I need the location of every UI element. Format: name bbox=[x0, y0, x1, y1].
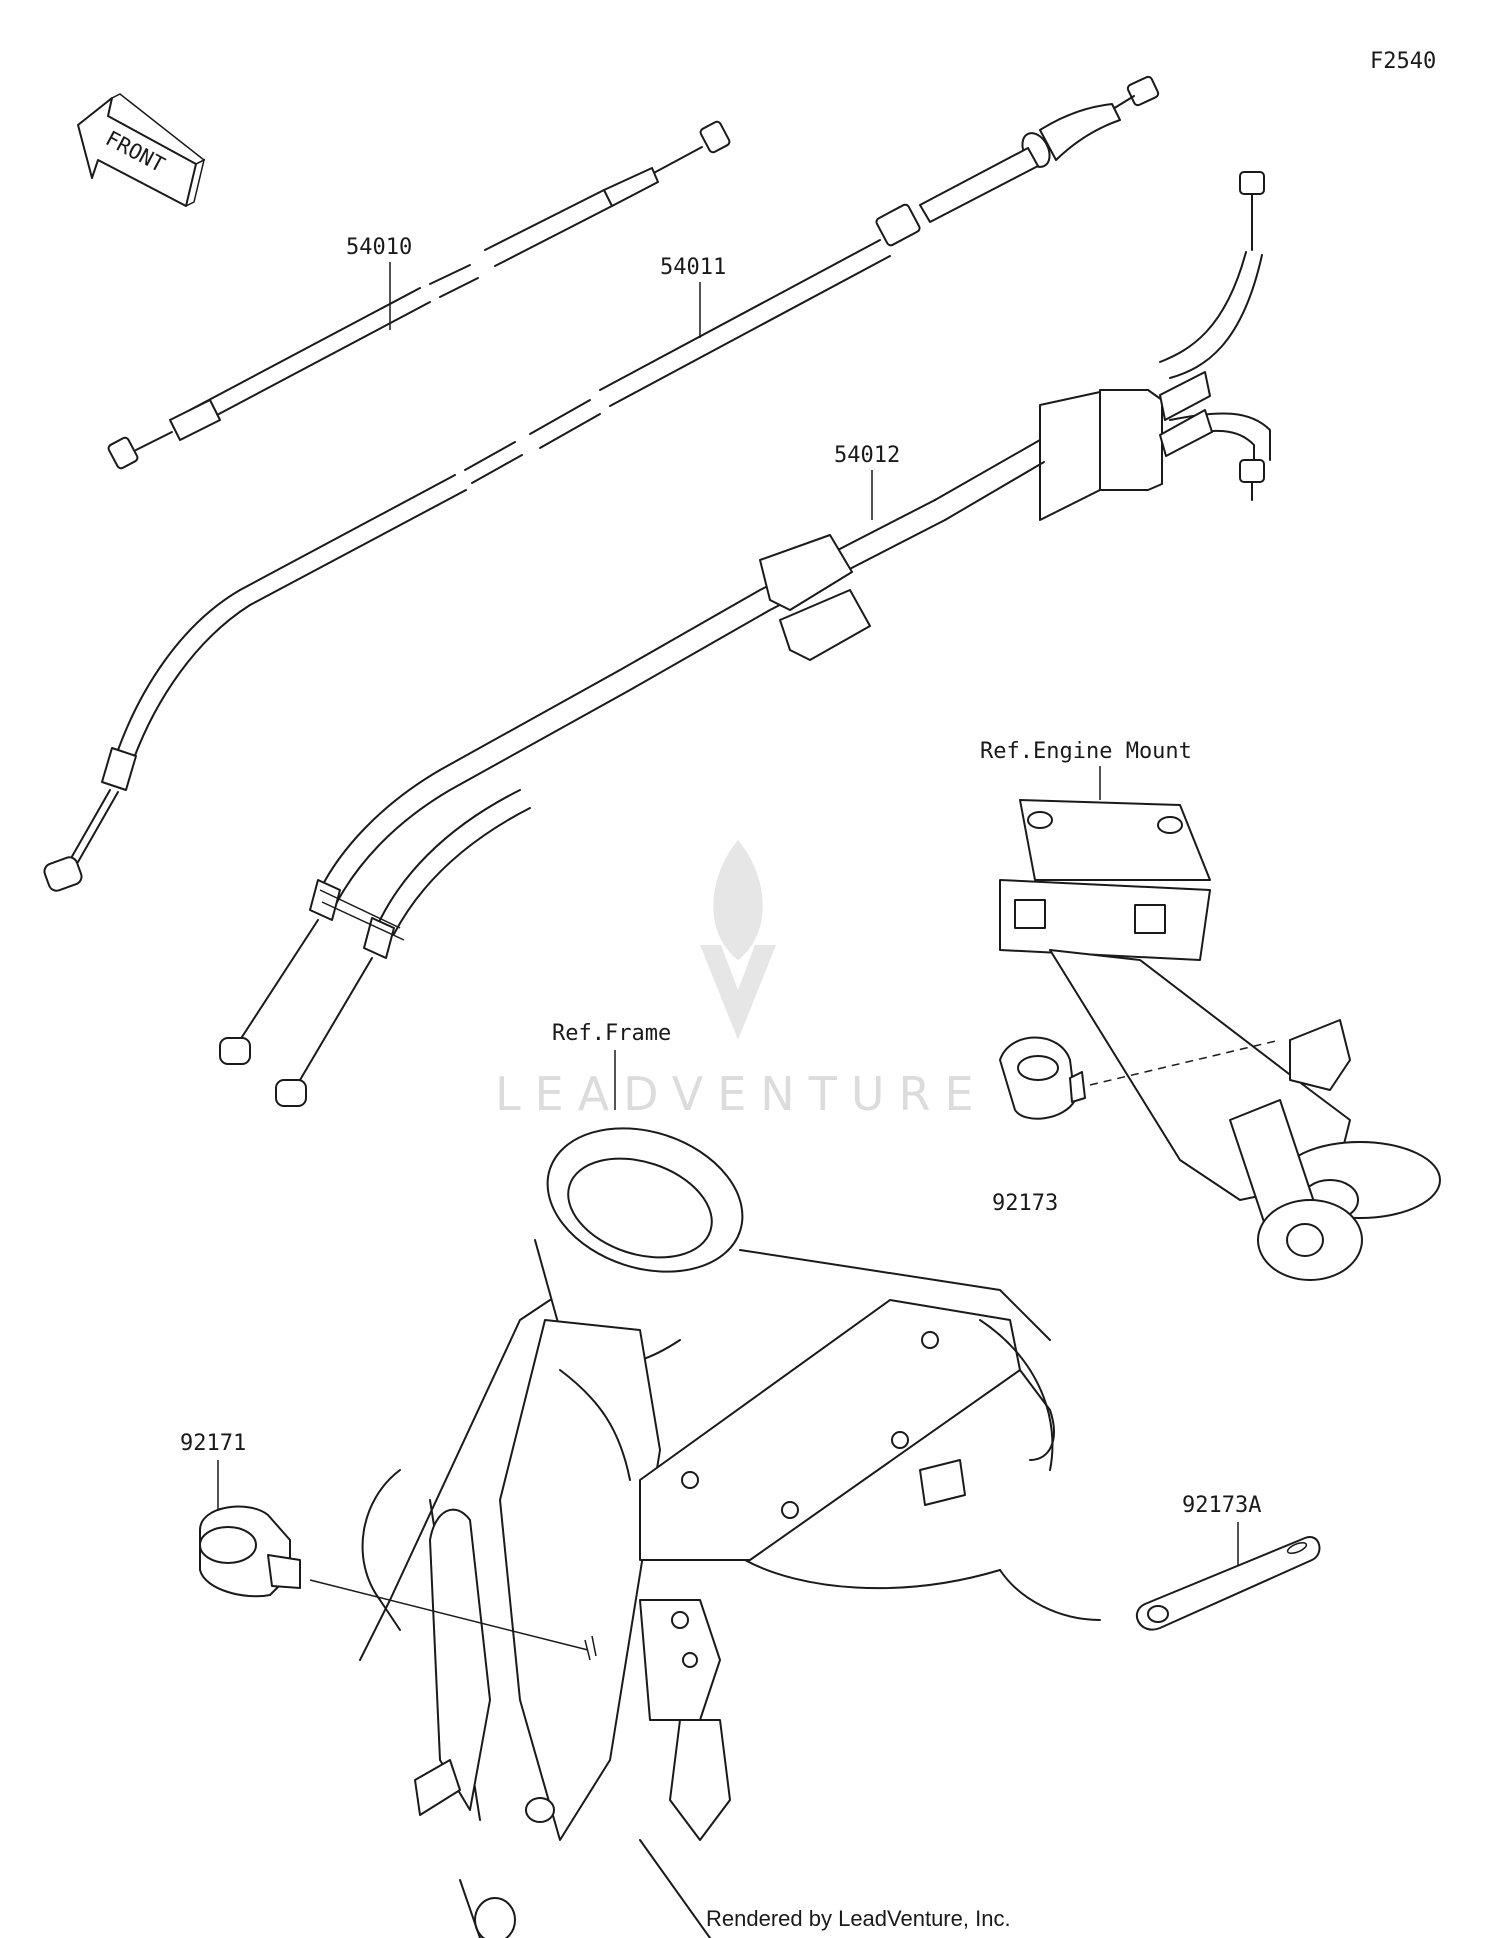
frame-ref-label: Ref.Frame bbox=[552, 1021, 671, 1046]
figure-code: F2540 bbox=[1370, 49, 1436, 74]
part-label-92173: 92173 bbox=[992, 1191, 1058, 1216]
cable-54012: 54012 bbox=[219, 171, 1271, 1107]
part-label-92171: 92171 bbox=[180, 1431, 246, 1456]
strap-92173A: 92173A bbox=[1135, 1493, 1321, 1631]
part-label-54010: 54010 bbox=[346, 235, 412, 260]
cable-54011: 54011 bbox=[43, 75, 1160, 892]
credit-text: Rendered by LeadVenture, Inc. bbox=[706, 1906, 1011, 1931]
front-arrow: FRONT bbox=[77, 93, 206, 207]
leadventure-watermark: LEADVENTURE bbox=[495, 840, 988, 1121]
cable-54010: 54010 bbox=[107, 120, 731, 470]
engine-mount-ref: Ref.Engine Mount bbox=[980, 739, 1441, 1281]
watermark-text: LEADVENTURE bbox=[495, 1067, 988, 1121]
clamp-92171: 92171 bbox=[180, 1431, 597, 1661]
part-label-54011: 54011 bbox=[660, 255, 726, 280]
frame-ref: Ref.Frame bbox=[359, 1021, 1101, 1938]
part-label-92173A: 92173A bbox=[1182, 1493, 1261, 1518]
engine-mount-ref-label: Ref.Engine Mount bbox=[980, 739, 1192, 764]
clamp-92173: 92173 bbox=[992, 1036, 1281, 1216]
part-label-54012: 54012 bbox=[834, 443, 900, 468]
